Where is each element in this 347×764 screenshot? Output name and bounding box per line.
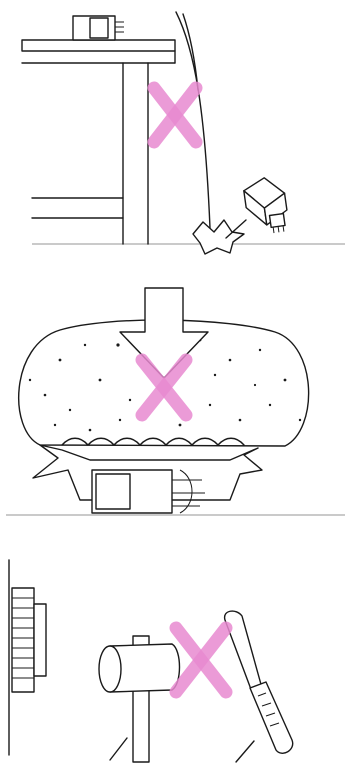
screwdriver-icon xyxy=(225,611,293,762)
prohibited-x-icon xyxy=(154,88,196,142)
panel-drop-from-height xyxy=(22,12,345,254)
device-icon xyxy=(73,16,124,40)
device-icon xyxy=(242,175,289,236)
impact-burst-icon xyxy=(193,220,244,254)
panel-hit-with-tools xyxy=(9,560,293,762)
hammer-icon xyxy=(99,636,180,762)
device-icon xyxy=(9,560,46,755)
prohibited-x-icon xyxy=(176,628,226,692)
panel-crush-under-weight xyxy=(6,288,345,515)
